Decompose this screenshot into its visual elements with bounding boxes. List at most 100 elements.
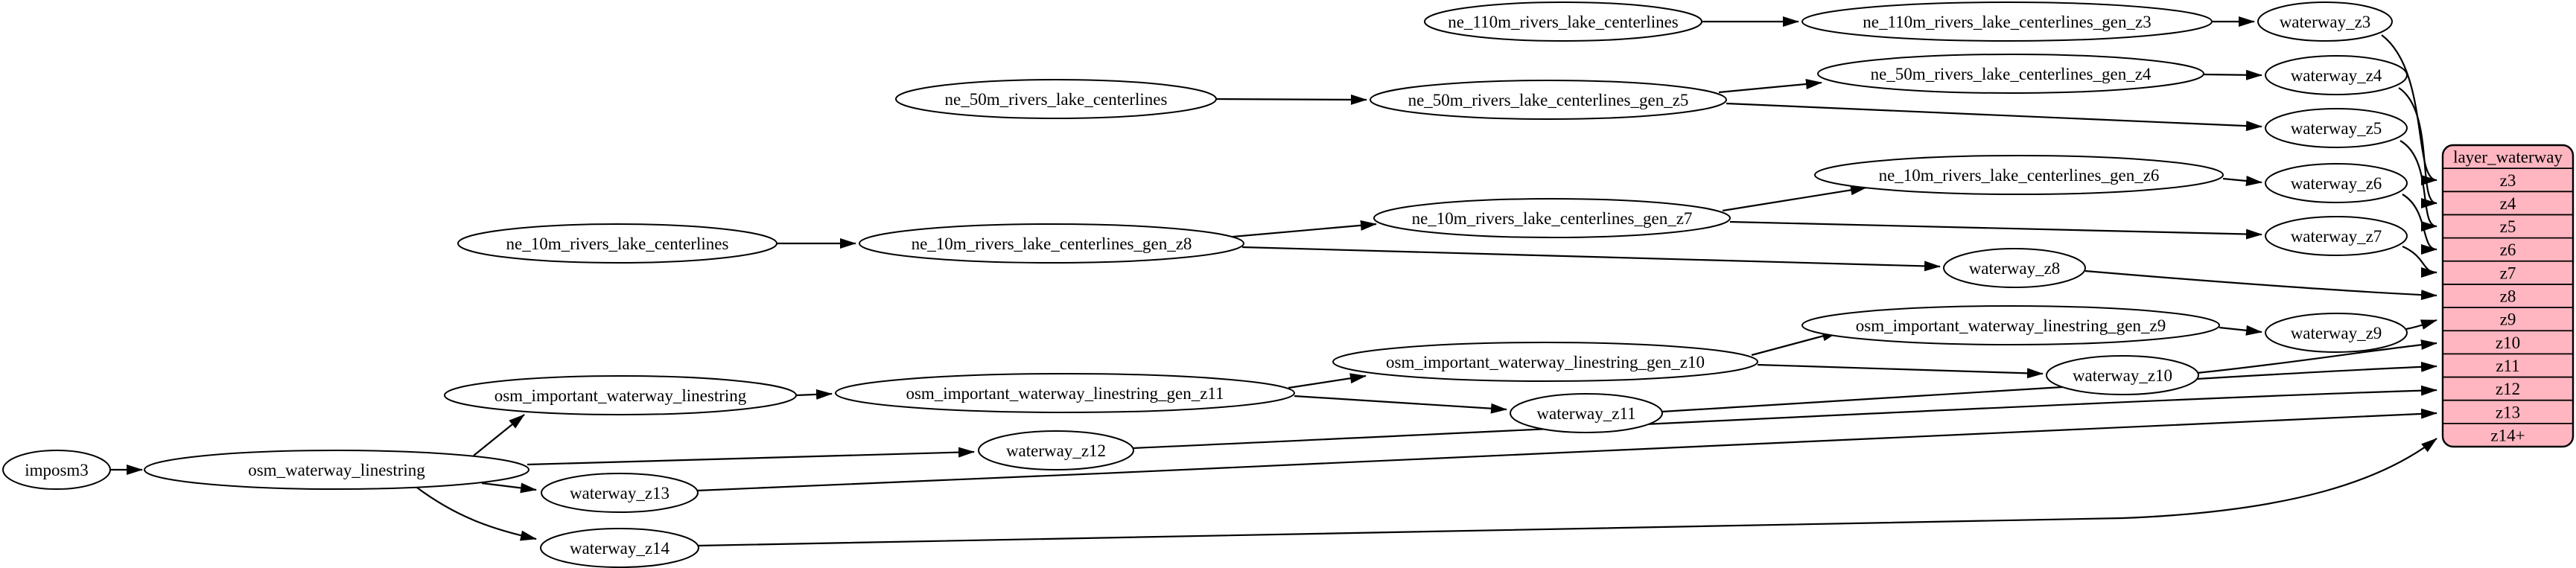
edge-waterway_z7-to-layer_waterway-z7 bbox=[2402, 245, 2437, 278]
edge-ne_10m_rivers_lake_centerlines_gen_z6-to-waterway_z6 bbox=[2222, 176, 2262, 186]
node-shape-waterway_z10 bbox=[2046, 355, 2199, 395]
node-osm_important_waterway_linestring: osm_important_waterway_linestring bbox=[444, 375, 797, 415]
edge-waterway_z9-to-layer_waterway-z9 bbox=[2405, 319, 2437, 331]
node-label-osm_waterway_linestring: osm_waterway_linestring bbox=[248, 461, 425, 479]
edge-ne_10m_rivers_lake_centerlines_gen_z7-to-waterway_z7 bbox=[1729, 220, 2262, 240]
node-label-waterway_z7: waterway_z7 bbox=[2291, 227, 2382, 246]
node-osm_waterway_linestring: osm_waterway_linestring bbox=[144, 450, 529, 490]
table-row-z11: z11 bbox=[2496, 357, 2519, 375]
node-label-waterway_z12: waterway_z12 bbox=[1006, 441, 1106, 460]
node-shape-waterway_z9 bbox=[2265, 313, 2408, 353]
edge-osm_important_waterway_linestring_gen_z10-to-waterway_z10 bbox=[1757, 363, 2044, 379]
edge-osm_waterway_linestring-to-waterway_z13 bbox=[481, 482, 537, 494]
table-layer-waterway: layer_waterwayz3z4z5z6z7z8z9z10z11z12z13… bbox=[2441, 144, 2575, 448]
table-row-z12: z12 bbox=[2496, 380, 2520, 398]
edge-osm_waterway_linestring-to-waterway_z14 bbox=[416, 487, 537, 541]
node-shape-ne_50m_rivers_lake_centerlines_gen_z5 bbox=[1370, 80, 1727, 120]
node-label-osm_important_waterway_linestring_gen_z9: osm_important_waterway_linestring_gen_z9 bbox=[1856, 316, 2166, 335]
edge-waterway_z14-to-layer_waterway-z14+ bbox=[697, 438, 2437, 547]
node-label-waterway_z3: waterway_z3 bbox=[2280, 13, 2371, 31]
edge-waterway_z8-to-layer_waterway-z8 bbox=[2084, 269, 2437, 301]
node-label-ne_10m_rivers_lake_centerlines_gen_z8: ne_10m_rivers_lake_centerlines_gen_z8 bbox=[912, 234, 1192, 253]
edge-waterway_z5-to-layer_waterway-z5 bbox=[2400, 140, 2437, 232]
node-shape-ne_50m_rivers_lake_centerlines bbox=[895, 79, 1217, 119]
table-row-z3: z3 bbox=[2500, 171, 2516, 190]
node-waterway_z8: waterway_z8 bbox=[1943, 248, 2086, 288]
node-ne_10m_rivers_lake_centerlines_gen_z7: ne_10m_rivers_lake_centerlines_gen_z7 bbox=[1373, 198, 1731, 238]
node-label-ne_10m_rivers_lake_centerlines_gen_z7: ne_10m_rivers_lake_centerlines_gen_z7 bbox=[1412, 209, 1693, 228]
node-imposm3: imposm3 bbox=[2, 450, 111, 490]
node-label-imposm3: imposm3 bbox=[25, 461, 89, 479]
node-label-ne_10m_rivers_lake_centerlines_gen_z6: ne_10m_rivers_lake_centerlines_gen_z6 bbox=[1879, 166, 2160, 185]
node-shape-imposm3 bbox=[2, 450, 111, 490]
table-row-z7: z7 bbox=[2500, 264, 2516, 282]
node-shape-waterway_z5 bbox=[2265, 108, 2408, 148]
edge-waterway_z10-to-layer_waterway-z10 bbox=[2196, 339, 2437, 374]
node-osm_important_waterway_linestring_gen_z11: osm_important_waterway_linestring_gen_z1… bbox=[835, 373, 1295, 413]
table-title: layer_waterway bbox=[2453, 148, 2563, 167]
edge-osm_important_waterway_linestring_gen_z11-to-osm_important_waterway_linestring_gen_z10 bbox=[1288, 373, 1367, 389]
node-shape-waterway_z3 bbox=[2257, 1, 2393, 42]
node-waterway_z9: waterway_z9 bbox=[2265, 313, 2408, 353]
node-label-waterway_z6: waterway_z6 bbox=[2291, 174, 2382, 193]
node-ne_10m_rivers_lake_centerlines_gen_z8: ne_10m_rivers_lake_centerlines_gen_z8 bbox=[859, 223, 1244, 264]
node-shape-osm_important_waterway_linestring_gen_z11 bbox=[835, 373, 1295, 413]
node-ne_50m_rivers_lake_centerlines_gen_z4: ne_50m_rivers_lake_centerlines_gen_z4 bbox=[1817, 54, 2204, 94]
node-label-ne_10m_rivers_lake_centerlines: ne_10m_rivers_lake_centerlines bbox=[506, 234, 729, 253]
node-label-waterway_z14: waterway_z14 bbox=[570, 539, 670, 558]
node-label-waterway_z10: waterway_z10 bbox=[2073, 366, 2172, 385]
node-label-waterway_z11: waterway_z11 bbox=[1536, 404, 1635, 423]
node-shape-waterway_z11 bbox=[1510, 393, 1663, 433]
node-shape-waterway_z12 bbox=[978, 430, 1134, 470]
node-shape-ne_10m_rivers_lake_centerlines_gen_z6 bbox=[1814, 155, 2224, 195]
node-shape-ne_10m_rivers_lake_centerlines_gen_z8 bbox=[859, 223, 1244, 264]
table-row-z14+: z14+ bbox=[2490, 426, 2525, 444]
edge-ne_10m_rivers_lake_centerlines_gen_z7-to-ne_10m_rivers_lake_centerlines_gen_z6 bbox=[1722, 185, 1867, 212]
node-label-waterway_z8: waterway_z8 bbox=[1969, 259, 2061, 278]
table-row-z10: z10 bbox=[2496, 334, 2520, 352]
node-shape-osm_important_waterway_linestring bbox=[444, 375, 797, 415]
edge-osm_important_waterway_linestring_gen_z11-to-waterway_z11 bbox=[1294, 395, 1507, 414]
node-shape-waterway_z8 bbox=[1943, 248, 2086, 288]
node-ne_110m_rivers_lake_centerlines_gen_z3: ne_110m_rivers_lake_centerlines_gen_z3 bbox=[1801, 1, 2213, 42]
table-row-z8: z8 bbox=[2500, 287, 2516, 306]
edge-ne_50m_rivers_lake_centerlines_gen_z5-to-waterway_z5 bbox=[1726, 102, 2262, 132]
node-waterway_z10: waterway_z10 bbox=[2046, 355, 2199, 395]
table-row-z13: z13 bbox=[2496, 403, 2520, 421]
node-waterway_z13: waterway_z13 bbox=[541, 473, 699, 513]
edge-osm_important_waterway_linestring_gen_z10-to-osm_important_waterway_linestring_gen_z9 bbox=[1751, 331, 1839, 357]
node-label-ne_50m_rivers_lake_centerlines_gen_z4: ne_50m_rivers_lake_centerlines_gen_z4 bbox=[1871, 65, 2152, 83]
edge-ne_50m_rivers_lake_centerlines-to-ne_50m_rivers_lake_centerlines_gen_z5 bbox=[1215, 94, 1367, 105]
node-shape-ne_110m_rivers_lake_centerlines_gen_z3 bbox=[1801, 1, 2213, 42]
node-shape-ne_50m_rivers_lake_centerlines_gen_z4 bbox=[1817, 54, 2204, 94]
node-shape-waterway_z6 bbox=[2265, 163, 2408, 203]
node-osm_important_waterway_linestring_gen_z10: osm_important_waterway_linestring_gen_z1… bbox=[1332, 342, 1758, 382]
table-row-z6: z6 bbox=[2500, 240, 2516, 259]
node-waterway_z14: waterway_z14 bbox=[540, 528, 699, 568]
node-label-ne_110m_rivers_lake_centerlines: ne_110m_rivers_lake_centerlines bbox=[1448, 13, 1679, 31]
node-ne_10m_rivers_lake_centerlines_gen_z6: ne_10m_rivers_lake_centerlines_gen_z6 bbox=[1814, 155, 2224, 195]
node-waterway_z6: waterway_z6 bbox=[2265, 163, 2408, 203]
node-shape-waterway_z13 bbox=[541, 473, 699, 513]
node-label-osm_important_waterway_linestring_gen_z10: osm_important_waterway_linestring_gen_z1… bbox=[1386, 353, 1705, 371]
node-label-ne_110m_rivers_lake_centerlines_gen_z3: ne_110m_rivers_lake_centerlines_gen_z3 bbox=[1863, 13, 2151, 31]
node-waterway_z7: waterway_z7 bbox=[2265, 216, 2408, 256]
edge-osm_important_waterway_linestring_gen_z9-to-waterway_z9 bbox=[2219, 325, 2262, 336]
edge-osm_waterway_linestring-to-waterway_z12 bbox=[527, 447, 975, 466]
node-ne_50m_rivers_lake_centerlines_gen_z5: ne_50m_rivers_lake_centerlines_gen_z5 bbox=[1370, 80, 1727, 120]
node-ne_110m_rivers_lake_centerlines: ne_110m_rivers_lake_centerlines bbox=[1424, 1, 1702, 42]
node-waterway_z12: waterway_z12 bbox=[978, 430, 1134, 470]
node-label-waterway_z13: waterway_z13 bbox=[570, 484, 670, 502]
node-shape-waterway_z4 bbox=[2265, 55, 2408, 95]
node-shape-waterway_z7 bbox=[2265, 216, 2408, 256]
table-row-z4: z4 bbox=[2500, 194, 2516, 213]
node-osm_important_waterway_linestring_gen_z9: osm_important_waterway_linestring_gen_z9 bbox=[1801, 305, 2220, 345]
node-label-ne_50m_rivers_lake_centerlines: ne_50m_rivers_lake_centerlines bbox=[945, 90, 1168, 109]
edge-waterway_z6-to-layer_waterway-z6 bbox=[2402, 194, 2437, 255]
node-waterway_z4: waterway_z4 bbox=[2265, 55, 2408, 95]
edge-waterway_z3-to-layer_waterway-z3 bbox=[2381, 34, 2437, 185]
node-label-osm_important_waterway_linestring_gen_z11: osm_important_waterway_linestring_gen_z1… bbox=[906, 384, 1224, 403]
node-shape-ne_10m_rivers_lake_centerlines bbox=[457, 223, 777, 264]
